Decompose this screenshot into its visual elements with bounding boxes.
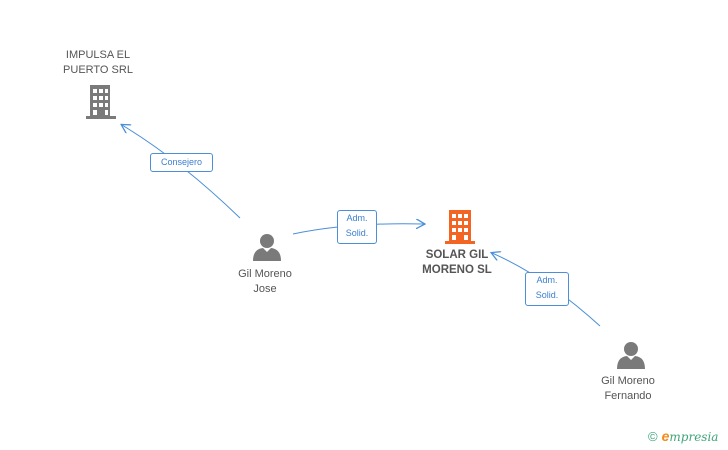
edge-label-adm-solid-jose[interactable]: Adm. Solid. [337, 210, 377, 244]
person-jose-label[interactable]: Gil Moreno Jose [238, 268, 292, 295]
person-fernando-label[interactable]: Gil Moreno Fernando [601, 375, 655, 402]
company-impulsa-label[interactable]: IMPULSA EL PUERTO SRL [63, 49, 133, 76]
building-icon-focus[interactable] [443, 209, 477, 245]
person-icon[interactable] [616, 340, 646, 370]
building-icon[interactable] [84, 84, 118, 120]
copyright-icon: © [648, 429, 658, 444]
company-solar-label[interactable]: SOLAR GIL MORENO SL [422, 249, 492, 276]
person-icon[interactable] [252, 232, 282, 262]
brand-logo: ©empresia [648, 428, 719, 444]
edge-label-adm-solid-fernando[interactable]: Adm. Solid. [525, 272, 569, 306]
edge-label-consejero[interactable]: Consejero [150, 153, 213, 172]
